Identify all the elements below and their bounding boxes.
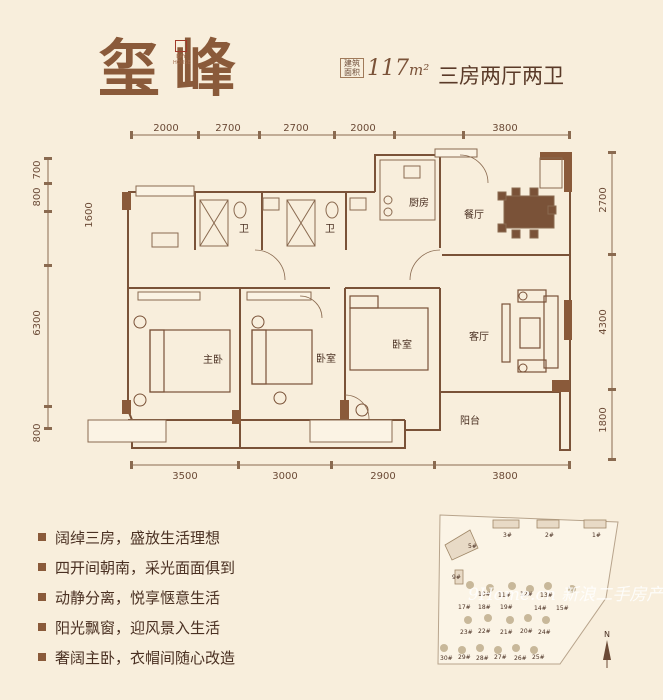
dim-right-3: 1800 [598,407,609,432]
bldg-15: 15# [556,605,569,612]
unit-title: 玺峰 [98,32,251,105]
label-bedroom-3: 卧室 [392,338,412,351]
dim-right-2: 4300 [598,309,609,334]
dim-top-2: 2700 [215,123,240,134]
area-unit: m² [409,61,430,79]
bullet-icon [38,533,46,541]
bldg-20: 20# [520,628,533,635]
bldg-23: 23# [460,629,473,636]
compass-north: N [604,630,610,639]
feature-text: 奢阔主卧，衣帽间随心改造 [55,648,236,667]
dim-bottom-1: 3500 [172,471,197,482]
dim-top-4: 2000 [350,123,375,134]
area-value: 117m² [367,56,429,81]
feature-text: 阔绰三房，盛放生活理想 [55,528,221,547]
bldg-29: 29# [458,654,471,661]
label-bedroom-2: 卧室 [316,352,336,365]
bullet-icon [38,623,46,631]
bldg-3: 3# [503,532,512,539]
bullet-icon [38,653,46,661]
label-bathroom-2: 卫 [325,224,335,235]
bldg-28: 28# [476,655,489,662]
feature-text: 阳光飘窗，迎风景入生活 [55,618,221,637]
watermark: 9Home.cn 新浪二手房产网 [468,585,663,605]
label-kitchen: 厨房 [409,196,429,209]
feature-item: 动静分离，悦享惬意生活 [38,582,235,612]
bldg-12: 12# [520,591,533,598]
dim-left-1: 700 [32,160,43,179]
bldg-21: 21# [500,629,513,636]
label-master-bedroom: 主卧 [203,353,223,366]
bldg-10: 10# [478,591,491,598]
dim-left-4: 6300 [32,310,43,335]
bldg-13: 13# [540,592,553,599]
seal-caption: BAY HOUSE [173,54,191,66]
bldg-27: 27# [494,654,507,661]
feature-item: 奢阔主卧，衣帽间随心改造 [38,642,235,672]
compass-icon [603,640,611,668]
feature-list: 阔绰三房，盛放生活理想 四开间朝南，采光面面俱到 动静分离，悦享惬意生活 阳光飘… [38,522,235,672]
dim-top-5: 3800 [492,123,517,134]
bldg-22: 22# [478,628,491,635]
bldg-9: 9# [452,574,461,581]
bullet-icon [38,593,46,601]
bldg-2: 2# [545,532,554,539]
feature-text: 四开间朝南，采光面面俱到 [55,558,236,577]
bldg-14: 14# [534,605,547,612]
room-type: 三房两厅两卫 [438,64,564,88]
dim-left-3: 1600 [84,202,95,227]
feature-item: 四开间朝南，采光面面俱到 [38,552,235,582]
bldg-30: 30# [440,655,453,662]
label-dining: 餐厅 [464,208,484,221]
dim-bottom-2: 3000 [272,471,297,482]
bullet-icon [38,563,46,571]
label-bathroom-1: 卫 [239,224,249,235]
area-number: 117 [367,56,409,81]
dim-left-5: 800 [32,423,43,442]
dim-right-1: 2700 [598,187,609,212]
feature-item: 阔绰三房，盛放生活理想 [38,522,235,552]
bldg-11: 11# [498,592,511,599]
bldg-17: 17# [458,604,471,611]
bldg-24: 24# [538,629,551,636]
bldg-18: 18# [478,604,491,611]
label-balcony: 阳台 [460,414,480,427]
feature-item: 阳光飘窗，迎风景入生活 [38,612,235,642]
seal-logo [175,40,187,52]
dim-left-2: 800 [32,187,43,206]
bldg-25: 25# [532,654,545,661]
feature-text: 动静分离，悦享惬意生活 [55,588,221,607]
bldg-5: 5# [468,543,477,550]
bldg-26: 26# [514,655,527,662]
label-living: 客厅 [469,330,489,343]
dim-bottom-3: 2900 [370,471,395,482]
dim-top-1: 2000 [153,123,178,134]
dim-bottom-4: 3800 [492,471,517,482]
bldg-1: 1# [592,532,601,539]
area-label: 建筑面积 [340,58,364,78]
bldg-19: 19# [500,604,513,611]
dim-top-3: 2700 [283,123,308,134]
